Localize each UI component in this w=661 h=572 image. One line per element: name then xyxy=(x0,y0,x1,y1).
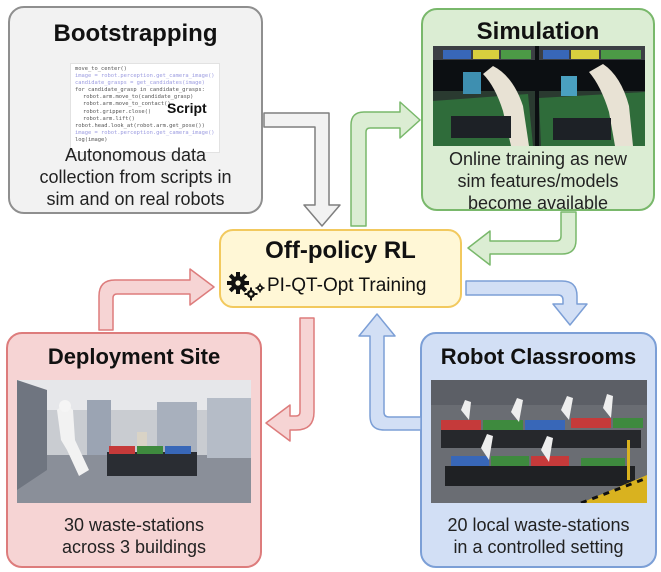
script-code-block: move_to_center() image = robot.perceptio… xyxy=(70,63,220,153)
center-title: Off-policy RL xyxy=(265,237,416,264)
code-line: move_to_center() xyxy=(75,66,127,72)
simulation-title: Simulation xyxy=(476,18,600,45)
caption-line: collection from scripts in xyxy=(39,167,232,187)
arrow-bootstrapping-to-training xyxy=(263,112,341,227)
caption-line: 30 waste-stations xyxy=(63,515,205,535)
simulation-panel: Simulation Online training as new sim fe… xyxy=(421,8,655,214)
caption-line: 20 local waste-stations xyxy=(447,515,630,535)
code-line: for candidate_grasp in candidate_grasps: xyxy=(75,87,205,94)
code-line: robot.head.look_at(robot.arm.get_pose()) xyxy=(75,122,205,129)
deployment-caption: 30 waste-stations across 3 buildings xyxy=(8,514,260,558)
gears-icon xyxy=(227,272,265,301)
arrow-training-to-simulation xyxy=(350,101,421,227)
caption-line: in a controlled setting xyxy=(453,537,624,557)
deployment-site-photo xyxy=(17,380,251,503)
classrooms-title: Robot Classrooms xyxy=(440,344,637,369)
code-line: robot.arm.move_to_contact() xyxy=(83,101,171,108)
caption-line: Online training as new xyxy=(448,149,628,169)
code-line: robot.arm.lift() xyxy=(83,115,135,122)
code-line: image = robot.perception.get_camera_imag… xyxy=(75,73,215,80)
code-line: candidate_grasps = get_candidates(image) xyxy=(75,80,205,87)
bootstrapping-caption: Autonomous data collection from scripts … xyxy=(10,144,261,210)
classrooms-caption: 20 local waste-stations in a controlled … xyxy=(422,514,655,558)
caption-line: become available xyxy=(467,193,609,213)
code-line: log(image) xyxy=(75,136,108,143)
caption-line: Autonomous data xyxy=(64,145,207,165)
simulation-caption: Online training as new sim features/mode… xyxy=(423,148,653,214)
bootstrapping-panel: Bootstrapping move_to_center() image = r… xyxy=(8,6,263,214)
robot-classrooms-photo xyxy=(431,380,647,503)
code-line: robot.gripper.close() xyxy=(83,108,152,115)
code-line: image = robot.perception.get_camera_imag… xyxy=(75,129,215,136)
script-label: Script xyxy=(167,100,207,116)
deployment-panel: Deployment Site 30 waste-stations across… xyxy=(6,332,262,568)
caption-line: across 3 buildings xyxy=(61,537,207,557)
arrow-simulation-to-training xyxy=(467,211,577,266)
classrooms-panel: Robot Classrooms 20 local waste-stations… xyxy=(420,332,657,568)
deployment-title: Deployment Site xyxy=(47,344,221,369)
caption-line: sim and on real robots xyxy=(46,189,225,209)
arrow-classrooms-to-training xyxy=(358,313,422,431)
center-subtitle: PI-QT-Opt Training xyxy=(267,275,427,296)
arrow-training-to-classrooms xyxy=(465,280,588,326)
caption-line: sim features/models xyxy=(457,171,619,191)
bootstrapping-title: Bootstrapping xyxy=(53,20,218,47)
code-line: robot.arm.move_to(candidate_grasp) xyxy=(83,94,194,101)
arrow-deployment-to-training xyxy=(98,268,215,331)
off-policy-rl-panel: Off-policy RL PI-QT-Opt Training xyxy=(219,229,462,308)
simulation-render-image xyxy=(433,46,645,146)
arrow-training-to-deployment xyxy=(265,317,315,442)
